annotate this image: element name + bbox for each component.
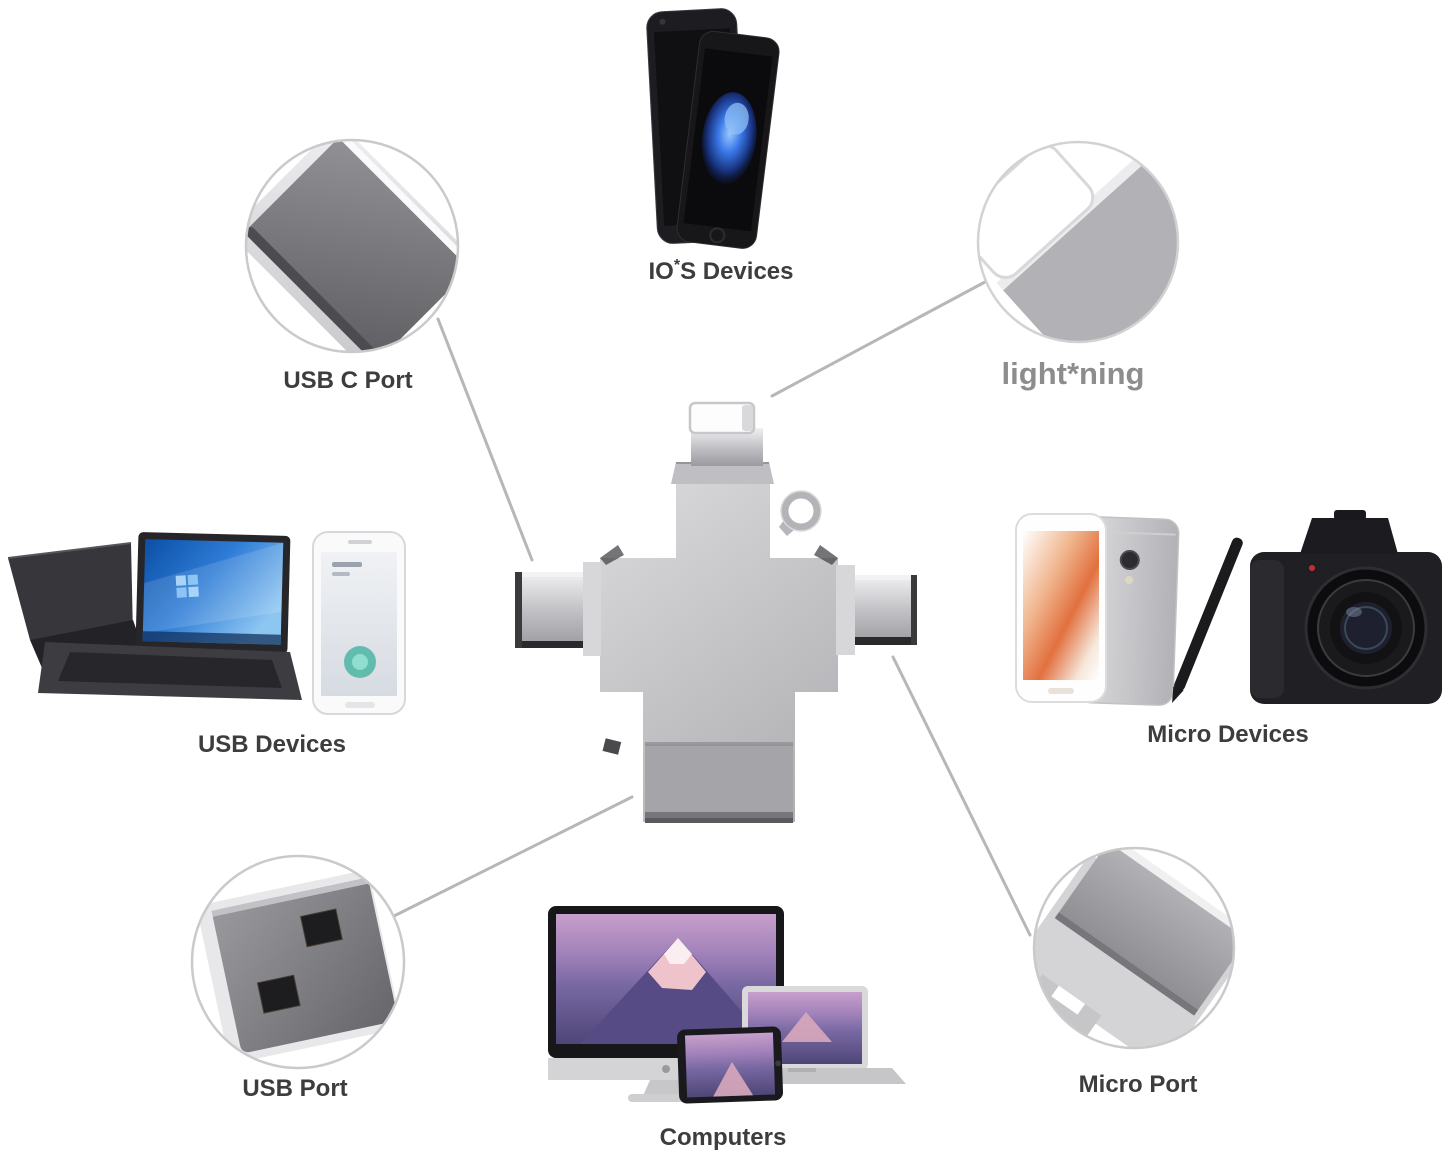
usb-c-plug-icon bbox=[246, 140, 458, 352]
usb-devices-label: USB Devices bbox=[198, 731, 346, 758]
usb-phone bbox=[312, 531, 406, 715]
computers-image bbox=[548, 906, 906, 1104]
usb-c-callout-line bbox=[436, 317, 534, 562]
micro-devices-label: Micro Devices bbox=[1147, 721, 1308, 748]
micro-usb-connector bbox=[836, 565, 917, 655]
callout-lines bbox=[392, 280, 1032, 937]
lightning-label: light*ning bbox=[1002, 356, 1145, 391]
dslr-camera bbox=[1250, 510, 1442, 704]
imac bbox=[548, 906, 784, 1102]
tablet bbox=[677, 1026, 784, 1104]
lightning-callout-line bbox=[770, 280, 987, 398]
flash-drive-body bbox=[553, 438, 890, 823]
usb-port-callout-line bbox=[392, 795, 634, 918]
ios-devices-label: IO*S Devices bbox=[649, 257, 794, 285]
stylus-icon bbox=[1172, 537, 1243, 704]
usb-c-port-label: USB C Port bbox=[283, 367, 412, 394]
flash-drive-product bbox=[515, 401, 917, 823]
micro-port-label: Micro Port bbox=[1079, 1071, 1198, 1098]
usb-c-connector bbox=[515, 562, 601, 656]
phone-front bbox=[1015, 513, 1107, 703]
usb-a-plug-icon bbox=[197, 871, 401, 1063]
usb-port-label: USB Port bbox=[242, 1075, 347, 1102]
micro-port-callout bbox=[1032, 846, 1236, 1050]
usb-devices-image bbox=[7, 531, 406, 715]
micro-devices-image bbox=[1015, 510, 1442, 706]
ios-devices-image bbox=[646, 8, 780, 249]
computers-label: Computers bbox=[660, 1124, 787, 1151]
usb-port-callout bbox=[190, 854, 406, 1070]
lightning-connector bbox=[671, 401, 774, 484]
windows-logo-icon bbox=[175, 574, 199, 598]
micro-port-callout-line bbox=[891, 655, 1032, 937]
keyring-loop-icon bbox=[779, 490, 822, 536]
micro-usb-plug-icon bbox=[1034, 848, 1234, 1048]
usb-c-port-callout bbox=[244, 138, 460, 354]
laptop-open bbox=[135, 532, 291, 654]
